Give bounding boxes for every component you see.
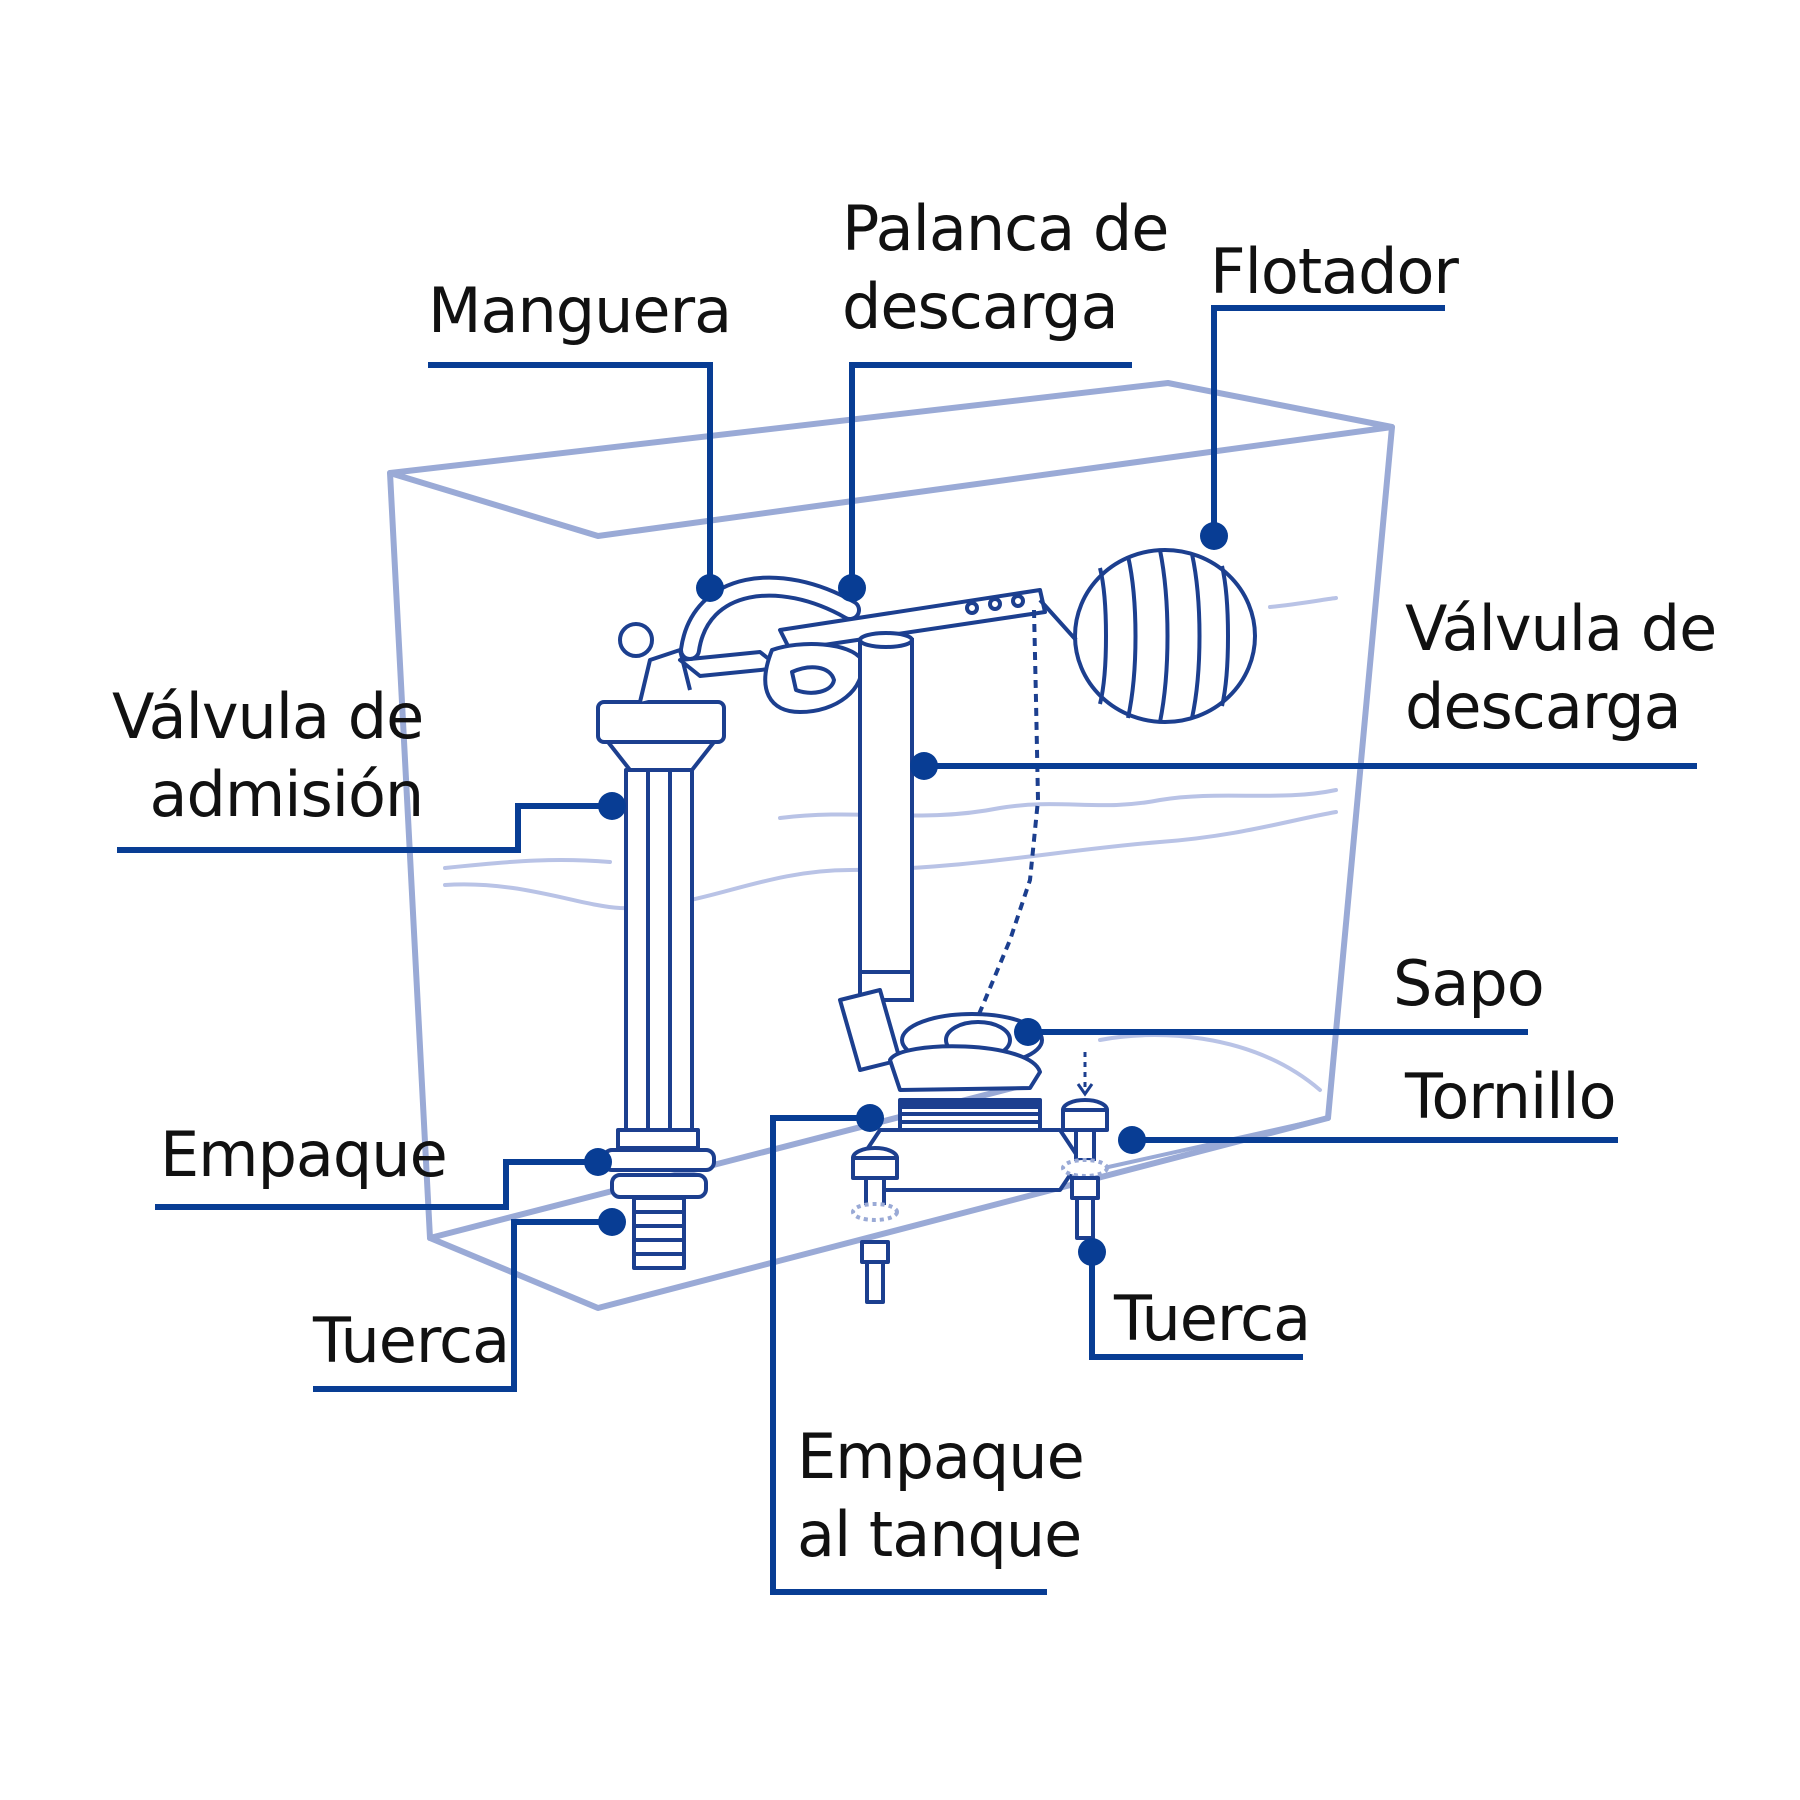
label-empaque: Empaque <box>160 1118 448 1191</box>
flush-lever-illustration <box>763 588 1047 714</box>
label-sapo: Sapo <box>1393 947 1545 1020</box>
leader-lines <box>117 305 1697 1595</box>
label-flotador: Flotador <box>1210 235 1459 308</box>
leader-tuerca-right <box>1089 1252 1303 1360</box>
label-tornillo: Tornillo <box>1405 1060 1617 1133</box>
leader-flotador <box>1211 305 1445 536</box>
leader-tuerca-left <box>313 1219 612 1392</box>
leader-manguera <box>428 362 713 588</box>
float-ball-illustration <box>1038 548 1257 724</box>
label-tuerca-right: Tuerca <box>1114 1282 1311 1355</box>
bolts-illustration <box>851 1098 1109 1304</box>
fill-valve-illustration <box>596 622 782 1270</box>
leader-valvula-admision <box>117 803 612 853</box>
label-manguera: Manguera <box>428 274 732 347</box>
chain-illustration <box>966 609 1041 1041</box>
label-tuerca-left: Tuerca <box>313 1304 510 1377</box>
overflow-tube-illustration <box>858 631 914 1002</box>
leader-dots <box>584 522 1228 1266</box>
leader-palanca <box>849 362 1132 588</box>
flapper-illustration <box>838 988 1044 1092</box>
leader-empaque-tanque <box>770 1115 1047 1595</box>
leader-empaque <box>155 1159 598 1210</box>
